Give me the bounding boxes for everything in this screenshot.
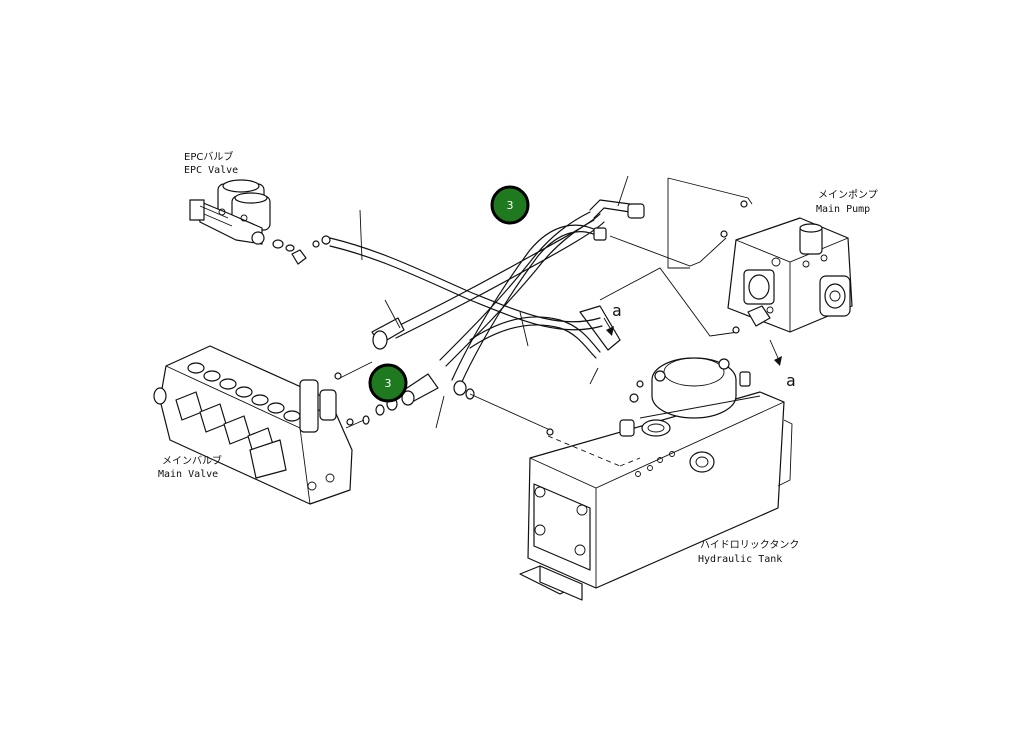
tank-top-filter (651, 357, 751, 419)
valve-spool-row (187, 362, 301, 422)
main-valve-label-en: Main Valve (158, 469, 218, 480)
tank-end-cover (533, 483, 591, 571)
epc-valve-label-en: EPC Valve (184, 165, 238, 176)
main-valve-label-jp: メインバルブ (162, 454, 222, 467)
leader-lines (339, 175, 753, 431)
main-pump-label-en: Main Pump (816, 204, 870, 215)
valve-fittings (362, 317, 475, 425)
epc-fittings (272, 235, 331, 265)
part-marker-3-upper-number: 3 (507, 199, 514, 212)
pump-arrow-a (769, 339, 782, 366)
valve-side-fittings (175, 391, 287, 479)
main-pump-label-jp: メインポンプ (818, 189, 878, 201)
epc-valve-label-jp: EPCバルブ (184, 150, 233, 163)
hydraulic-tank-label-jp: ハイドロリックタンク (700, 539, 799, 551)
main-valve (153, 345, 353, 505)
part-marker-3-upper[interactable]: 3 (490, 185, 530, 225)
main-valve-fittings (334, 372, 354, 426)
tank-sight-gauge (689, 451, 715, 473)
hose-arrow-a (603, 317, 614, 336)
hydraulic-tank-label-en: Hydraulic Tank (698, 554, 782, 565)
part-marker-3-lower-number: 3 (385, 377, 392, 390)
reference-a-upper: a (612, 301, 622, 320)
hose-assembly (329, 199, 645, 387)
main-pump (720, 200, 853, 334)
reference-a-lower: a (786, 371, 796, 390)
part-marker-3-lower[interactable]: 3 (368, 363, 408, 403)
epc-valve (189, 179, 271, 245)
hydraulic-tank (519, 357, 793, 601)
tank-cap (619, 395, 761, 437)
